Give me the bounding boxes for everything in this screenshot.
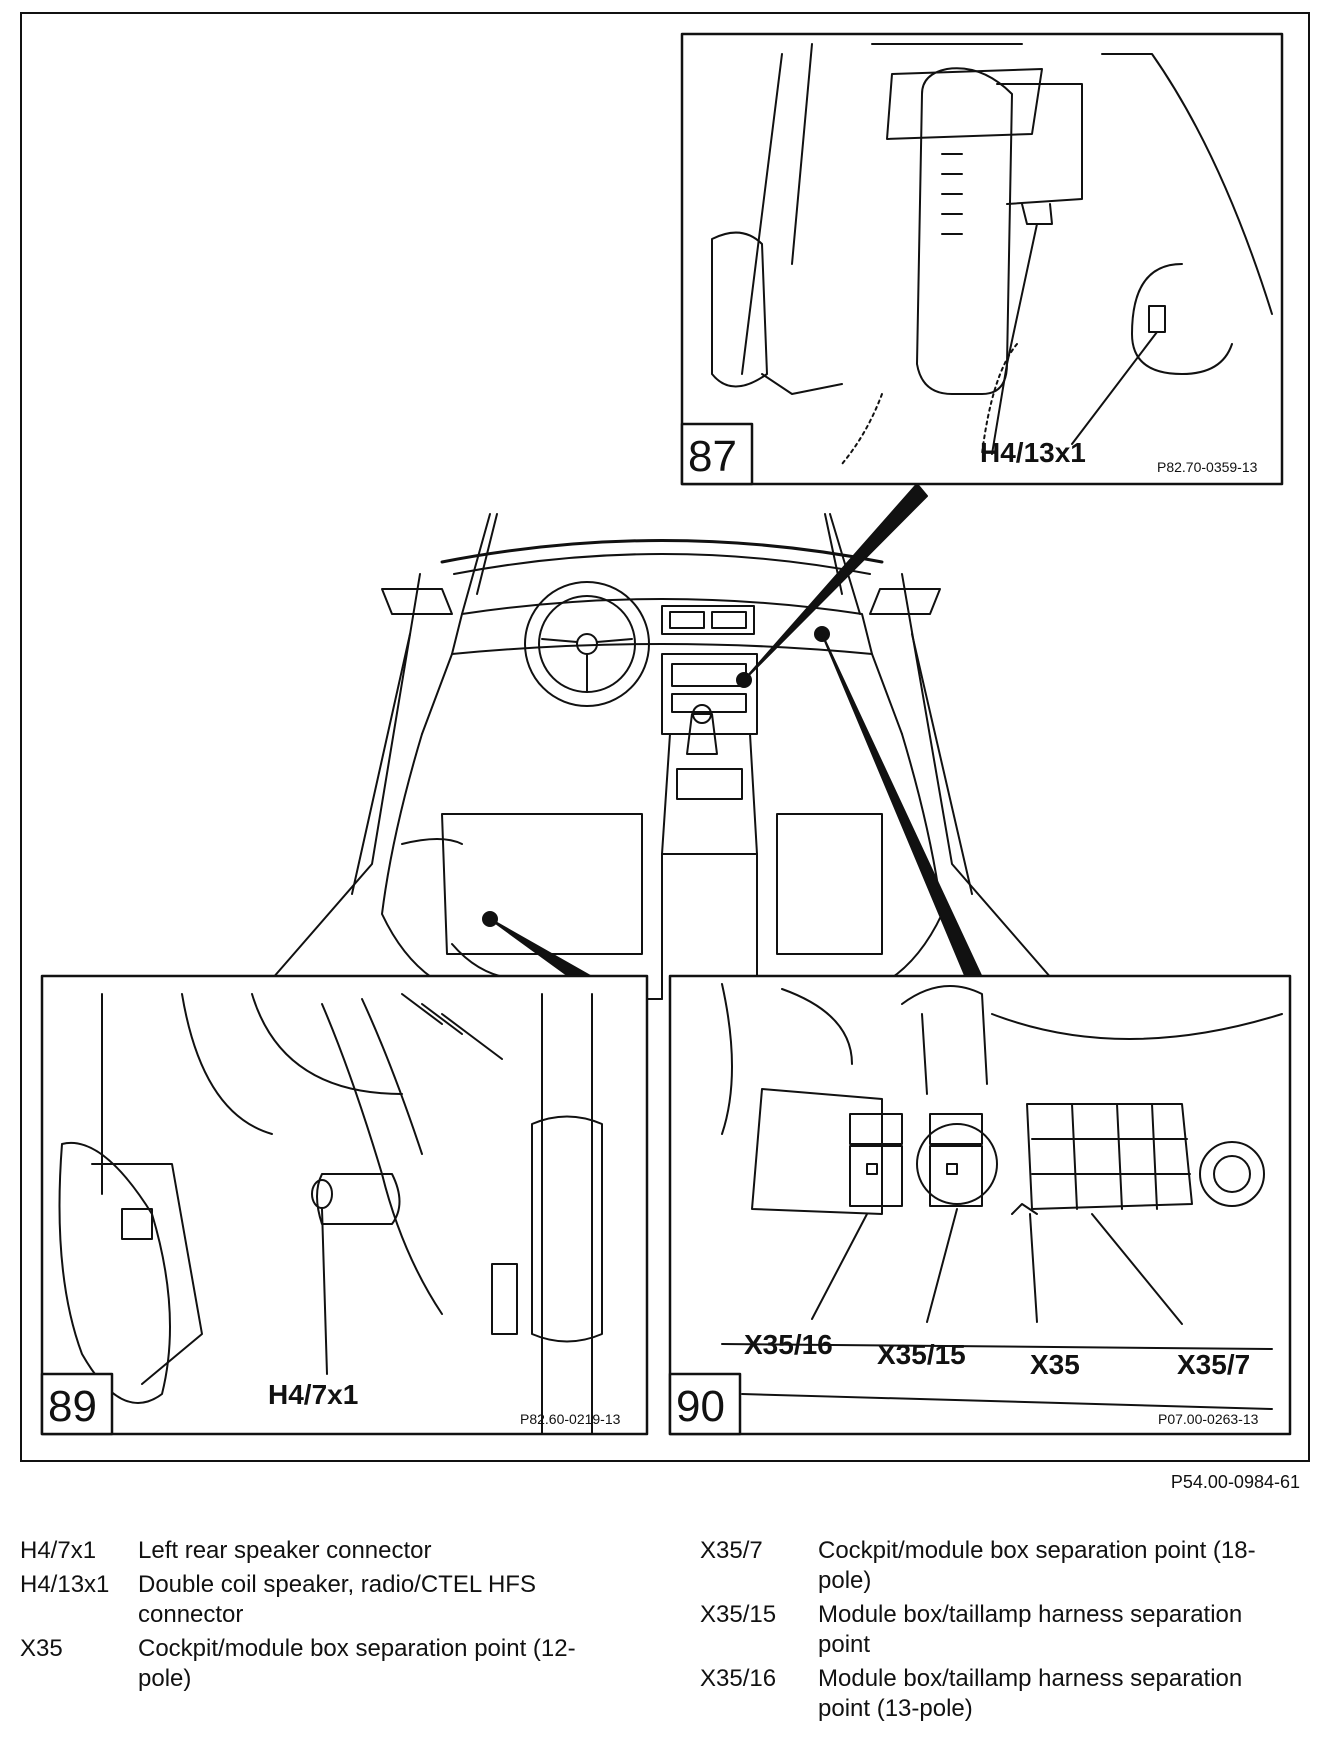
panel-89-number: 89 bbox=[48, 1382, 97, 1431]
steering-wheel bbox=[524, 581, 650, 707]
panel-90-callout-x35-7: X35/7 bbox=[1177, 1349, 1250, 1380]
legend-description: Cockpit/module box separation point (12-… bbox=[138, 1635, 576, 1692]
module-box-90 bbox=[1026, 1103, 1193, 1210]
legend-item: X35 Cockpit/module box separation point … bbox=[20, 1634, 620, 1694]
car-interior-overview bbox=[271, 483, 1053, 1005]
right-mirror bbox=[869, 588, 941, 615]
legend-item: X35/7 Cockpit/module box separation poin… bbox=[700, 1536, 1300, 1596]
panel-89-ref-code: P82.60-0219-13 bbox=[520, 1411, 621, 1427]
legend-item: H4/7x1 Left rear speaker connector bbox=[20, 1536, 620, 1566]
leader-87 bbox=[743, 483, 928, 681]
left-mirror bbox=[381, 588, 453, 615]
legend-item: X35/15 Module box/taillamp harness separ… bbox=[700, 1600, 1300, 1660]
panel-87-number: 87 bbox=[688, 432, 737, 481]
diagram-frame: 87 H4/13x1 P82.70-0359-13 89 H4/7x1 P82.… bbox=[20, 12, 1310, 1462]
legend-description: Left rear speaker connector bbox=[138, 1537, 432, 1564]
legend-code: X35/7 bbox=[700, 1537, 763, 1564]
panel-90-callout-x35-15: X35/15 bbox=[877, 1339, 966, 1370]
legend-description: Module box/taillamp harness separation p… bbox=[818, 1601, 1243, 1658]
panel-90-ref-code: P07.00-0263-13 bbox=[1158, 1411, 1259, 1427]
legend-item: H4/13x1 Double coil speaker, radio/CTEL … bbox=[20, 1570, 620, 1630]
connector-x35-16 bbox=[849, 1145, 903, 1207]
panel-87: 87 H4/13x1 P82.70-0359-13 bbox=[680, 32, 1284, 486]
legend-description: Double coil speaker, radio/CTEL HFS conn… bbox=[138, 1571, 536, 1628]
figure-code: P54.00-0984-61 bbox=[1170, 1472, 1300, 1492]
panel-89: 89 H4/7x1 P82.60-0219-13 bbox=[40, 974, 649, 1436]
gear-knob-87 bbox=[711, 231, 768, 388]
leader-90 bbox=[821, 633, 993, 1005]
legend-right-column: X35/7 Cockpit/module box separation poin… bbox=[700, 1536, 1300, 1728]
legend-code: X35/15 bbox=[700, 1601, 777, 1628]
connector-x35-16-top bbox=[849, 1113, 903, 1145]
legend-code: H4/13x1 bbox=[20, 1571, 110, 1598]
legend-item: X35/16 Module box/taillamp harness separ… bbox=[700, 1664, 1300, 1724]
wiring-location-diagram: 87 H4/13x1 P82.70-0359-13 89 H4/7x1 P82.… bbox=[40, 32, 1292, 1436]
connector-x35-15-top bbox=[929, 1113, 983, 1145]
legend-code: X35/16 bbox=[700, 1665, 777, 1692]
legend-code: X35 bbox=[20, 1635, 63, 1662]
panel-87-callout-h4-13x1: H4/13x1 bbox=[980, 437, 1086, 468]
panel-90: 90 X35/16 X35/15 X35 X35/7 P07.00-0263-1… bbox=[668, 974, 1292, 1436]
panel-90-callout-x35: X35 bbox=[1030, 1349, 1080, 1380]
panel-89-callout-h4-7x1: H4/7x1 bbox=[268, 1379, 358, 1410]
speaker-89 bbox=[58, 1141, 171, 1404]
legend-left-column: H4/7x1 Left rear speaker connector H4/13… bbox=[20, 1536, 620, 1698]
panel-90-callout-x35-16: X35/16 bbox=[744, 1329, 833, 1360]
panel-90-number: 90 bbox=[676, 1382, 725, 1431]
connector-x35-15 bbox=[929, 1145, 983, 1207]
panel-87-ref-code: P82.70-0359-13 bbox=[1157, 459, 1258, 475]
legend-description: Cockpit/module box separation point (18-… bbox=[818, 1537, 1256, 1594]
legend-code: H4/7x1 bbox=[20, 1537, 97, 1564]
legend-description: Module box/taillamp harness separation p… bbox=[818, 1665, 1243, 1722]
connector-h4-7x1 bbox=[316, 1173, 401, 1225]
